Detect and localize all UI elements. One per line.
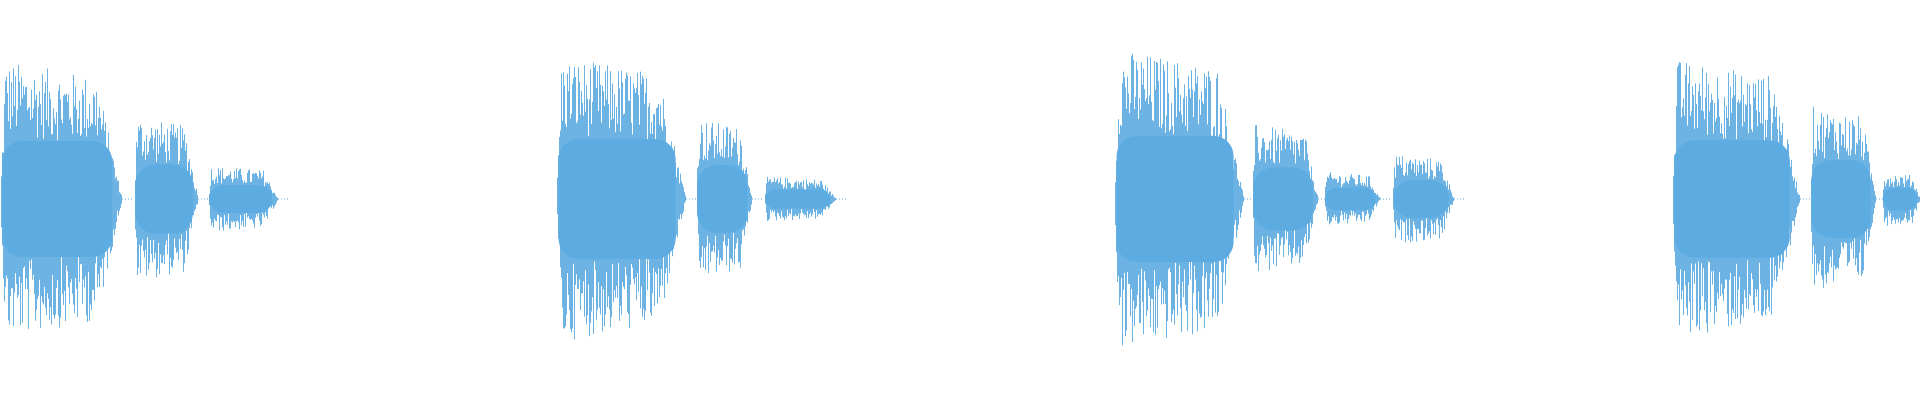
waveform-lines xyxy=(1,53,1920,346)
